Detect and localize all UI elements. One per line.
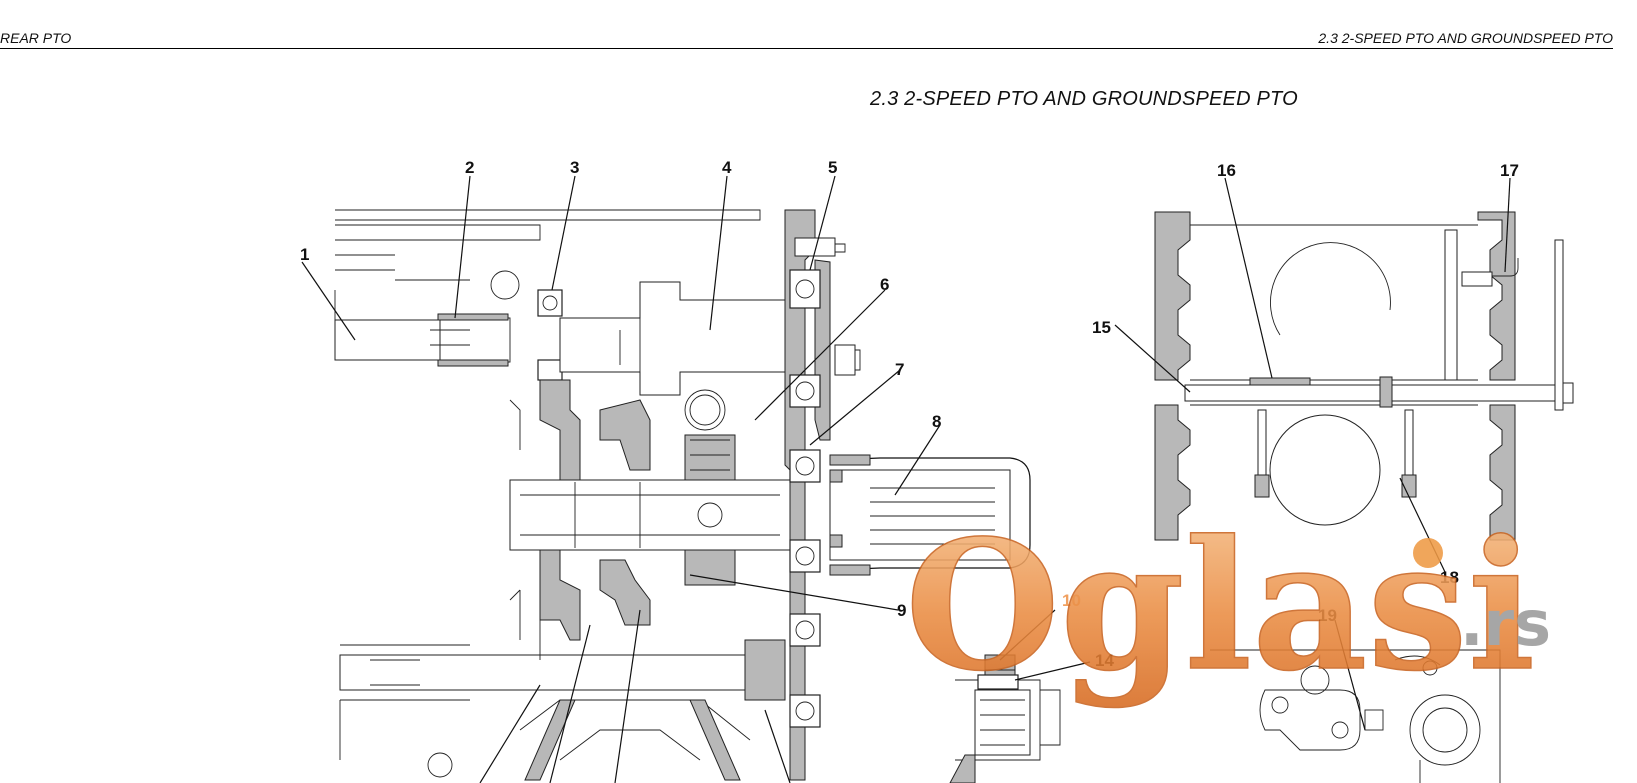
callout-7: 7 bbox=[895, 360, 904, 379]
callout-14: 14 bbox=[1095, 651, 1114, 670]
callout-10: 10 bbox=[1062, 591, 1081, 610]
header-rule bbox=[0, 48, 1613, 49]
watermark-dot bbox=[1413, 538, 1443, 568]
callout-6: 6 bbox=[880, 275, 889, 294]
section-title: 2.3 2-SPEED PTO AND GROUNDSPEED PTO bbox=[870, 88, 1298, 110]
watermark-text: Oglasi bbox=[905, 501, 1535, 710]
main-pto-section bbox=[334, 209, 1031, 781]
callout-3: 3 bbox=[570, 158, 579, 177]
page-header-right: 2.3 2-SPEED PTO AND GROUNDSPEED PTO bbox=[1318, 30, 1613, 46]
callout-5: 5 bbox=[828, 158, 837, 177]
callout-18: 18 bbox=[1440, 568, 1459, 587]
oglasi-watermark: Oglasi .rs bbox=[904, 500, 1551, 711]
callout-19: 19 bbox=[1318, 606, 1337, 625]
callout-9: 9 bbox=[897, 601, 906, 620]
callout-1: 1 bbox=[300, 245, 309, 264]
callout-4: 4 bbox=[722, 158, 732, 177]
leader-lines bbox=[301, 175, 1511, 783]
callout-17: 17 bbox=[1500, 161, 1519, 180]
page-header-left: REAR PTO bbox=[0, 30, 72, 46]
groundspeed-detail bbox=[949, 654, 1061, 783]
callout-labels: 1 2 3 4 5 6 7 8 9 10 14 15 16 17 18 19 bbox=[300, 158, 1519, 670]
right-lower-detail bbox=[1210, 649, 1501, 783]
right-detail bbox=[1154, 211, 1574, 541]
callout-8: 8 bbox=[932, 412, 941, 431]
watermark-suffix: .rs bbox=[1460, 587, 1551, 660]
callout-15: 15 bbox=[1092, 318, 1111, 337]
callout-2: 2 bbox=[465, 158, 474, 177]
callout-16: 16 bbox=[1217, 161, 1236, 180]
